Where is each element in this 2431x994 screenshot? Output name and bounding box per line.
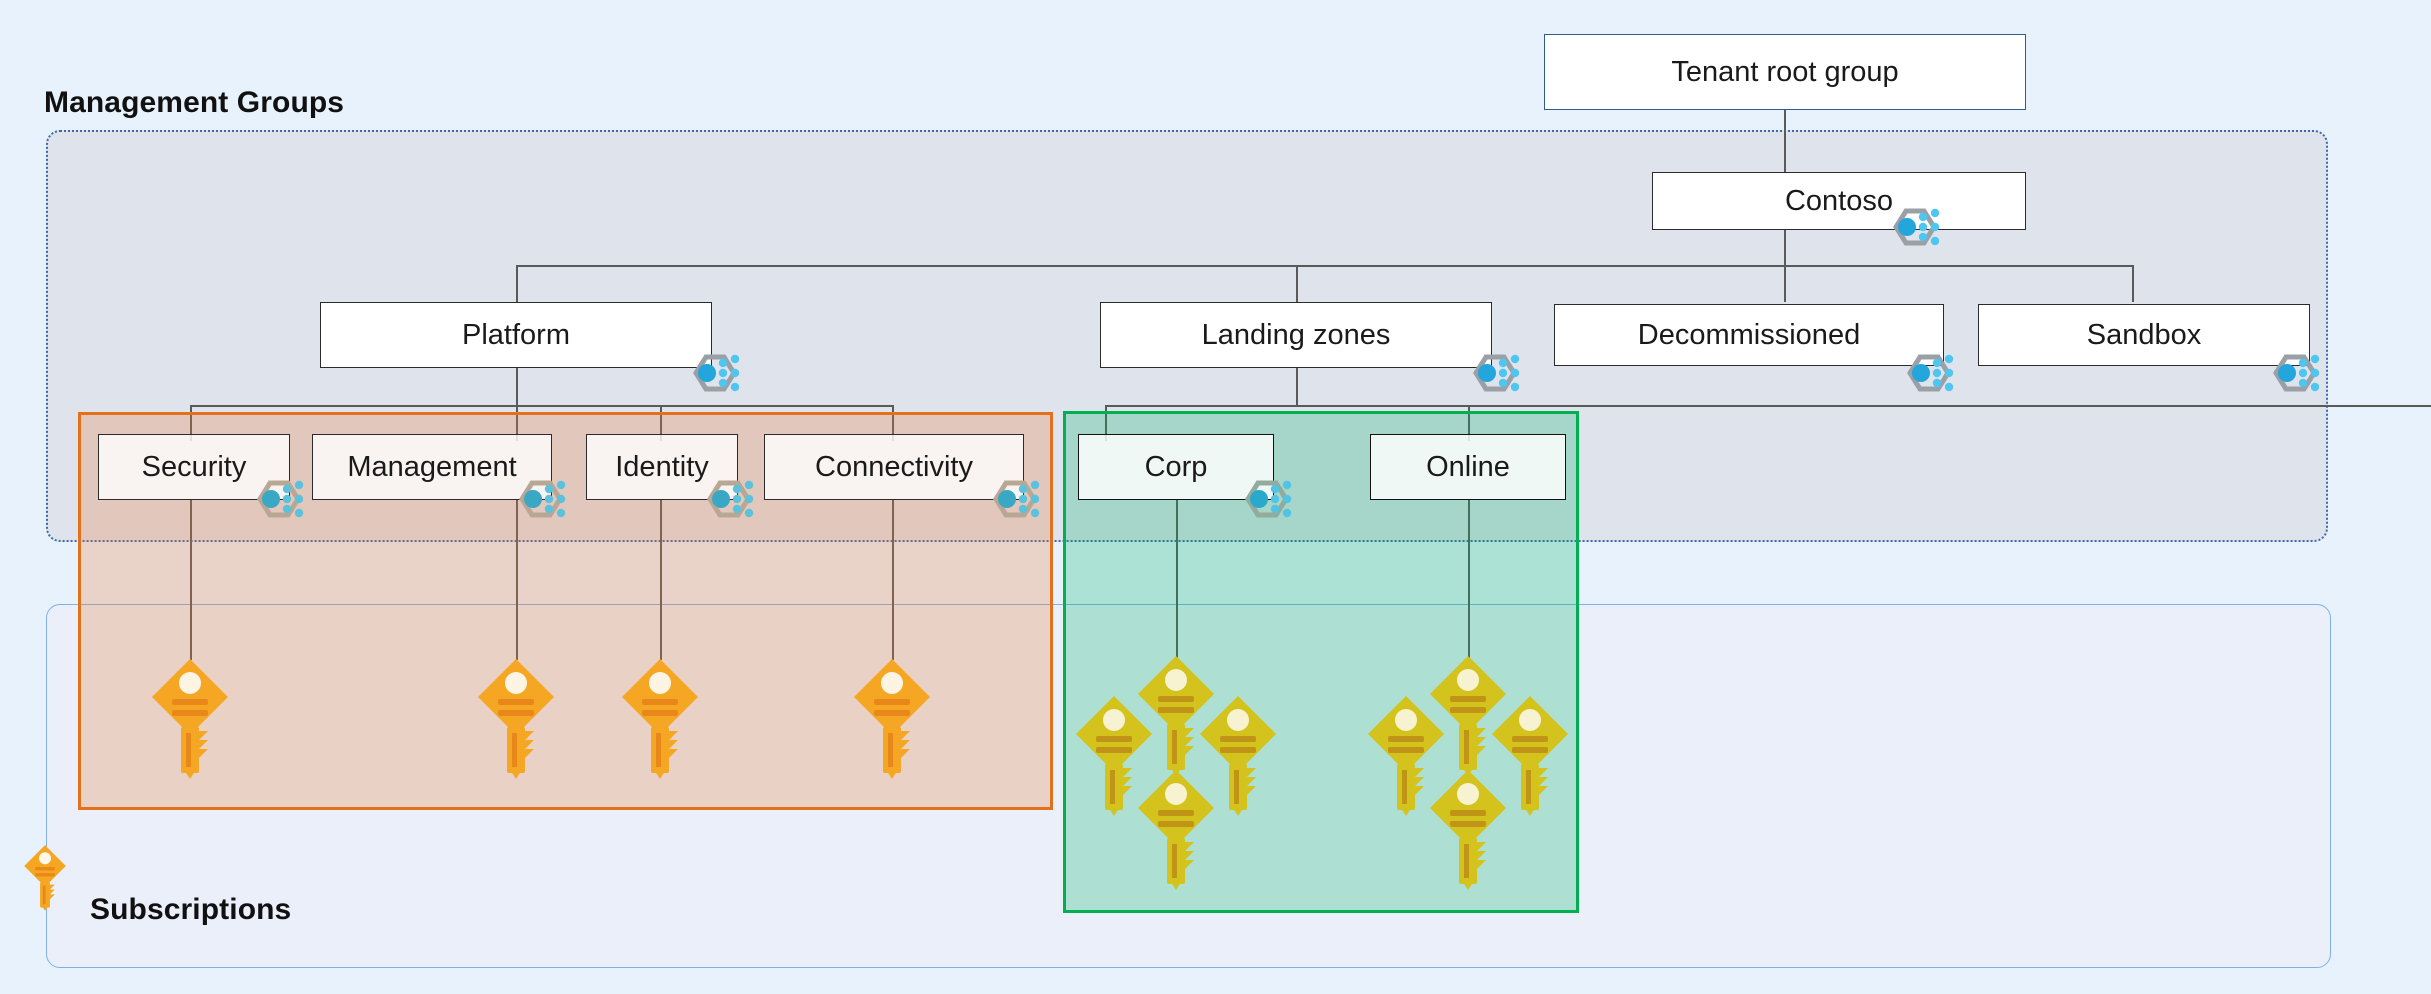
node-online[interactable]: Online: [1370, 434, 1566, 500]
connector-bus-platform: [516, 265, 518, 302]
connector-corp-subs: [1176, 500, 1178, 668]
node-label: Security: [141, 450, 247, 483]
node-platform[interactable]: Platform: [320, 302, 712, 368]
node-landing-zones[interactable]: Landing zones: [1100, 302, 1492, 368]
node-label: Connectivity: [815, 450, 973, 483]
connector-bus-sandbox: [2132, 265, 2134, 302]
node-label: Online: [1426, 450, 1510, 483]
connector-identity-subs: [660, 500, 662, 660]
node-label: Decommissioned: [1637, 318, 1861, 351]
connector-contoso-bus: [1784, 230, 1786, 266]
connector-connectivity-subs: [892, 500, 894, 660]
connector-bus-identity: [660, 405, 662, 441]
node-label: Platform: [462, 318, 570, 351]
connector-online-subs: [1468, 500, 1470, 668]
node-decommissioned[interactable]: Decommissioned: [1554, 304, 1944, 366]
connector-security-subs: [190, 500, 192, 660]
connector-bus-level3-platform: [190, 405, 892, 407]
connector-platform-bus: [516, 368, 518, 406]
node-label: Sandbox: [2086, 318, 2202, 351]
node-label: Landing zones: [1201, 318, 1391, 351]
node-security[interactable]: Security: [98, 434, 290, 500]
connector-bus-online: [1468, 405, 1470, 441]
connector-tenantroot-contoso: [1784, 110, 1786, 172]
node-label: Management: [347, 450, 517, 483]
connector-bus-level3-lz: [1105, 405, 2431, 407]
node-tenant-root-group[interactable]: Tenant root group: [1544, 34, 2026, 110]
node-label: Tenant root group: [1671, 55, 1899, 88]
connector-bus-decommissioned: [1784, 265, 1786, 302]
subscriptions-section-label: Subscriptions: [90, 893, 292, 926]
node-contoso[interactable]: Contoso: [1652, 172, 2026, 230]
connector-bus-connectivity: [892, 405, 894, 441]
node-identity[interactable]: Identity: [586, 434, 738, 500]
node-management[interactable]: Management: [312, 434, 552, 500]
connector-bus-security: [190, 405, 192, 441]
connector-bus-corp: [1105, 405, 1107, 441]
connector-bus-management: [516, 405, 518, 441]
management-groups-section-label: Management Groups: [44, 86, 345, 119]
node-sandbox[interactable]: Sandbox: [1978, 304, 2310, 366]
node-label: Corp: [1144, 450, 1208, 483]
connector-landingzones-bus: [1296, 368, 1298, 406]
connector-bus-landingzones: [1296, 265, 1298, 302]
node-label: Identity: [615, 450, 709, 483]
connector-bus-level2: [516, 265, 2132, 267]
node-label: Contoso: [1784, 184, 1893, 217]
node-corp[interactable]: Corp: [1078, 434, 1274, 500]
connector-management-subs: [516, 500, 518, 660]
node-connectivity[interactable]: Connectivity: [764, 434, 1024, 500]
